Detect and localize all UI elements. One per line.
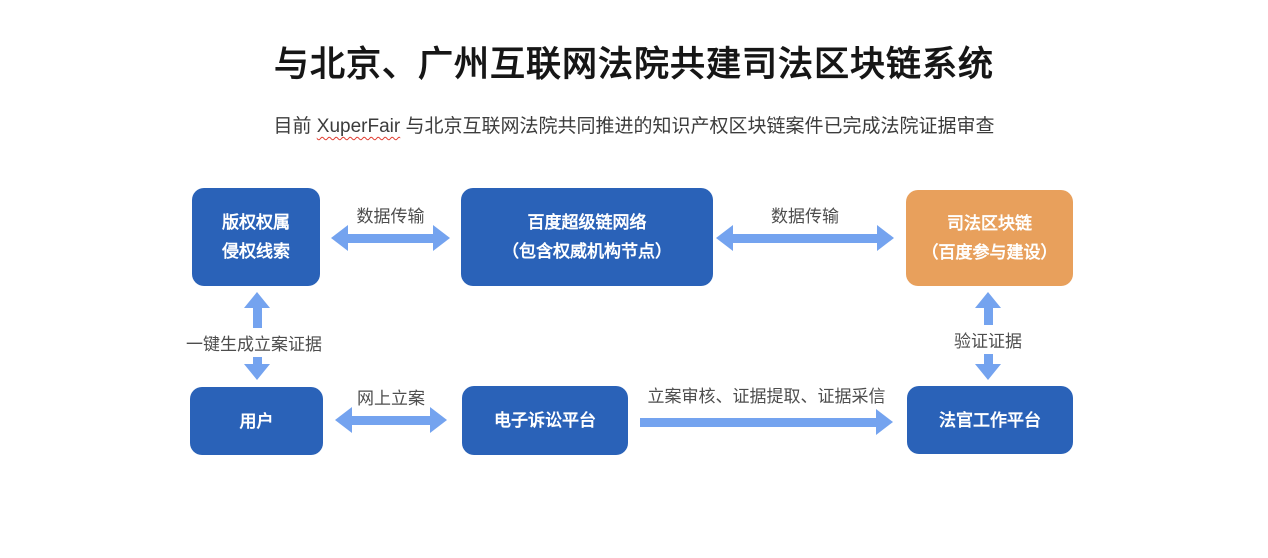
node-line: 用户 <box>239 411 274 431</box>
arrowhead-down-icon <box>975 364 1001 380</box>
arrowhead-left-icon <box>331 225 348 251</box>
node-electronic-litigation-platform: 电子诉讼平台 <box>462 386 628 455</box>
edge-label-verify-evidence: 验证证据 <box>950 325 1026 354</box>
edge-label-online-filing: 网上立案 <box>357 389 425 408</box>
node-line: （包含权威机构节点） <box>502 242 672 261</box>
double-arrow-icon <box>331 225 450 251</box>
arrowhead-right-icon <box>430 407 447 433</box>
node-line: 百度超级链网络 <box>527 213 647 232</box>
arrowhead-right-icon <box>876 409 893 435</box>
arrow-shaft <box>733 233 877 243</box>
page-title: 与北京、广州互联网法院共建司法区块链系统 <box>273 45 994 85</box>
edge-label-one-click-evidence: 一键生成立案证据 <box>182 328 326 357</box>
double-arrow-icon <box>716 225 894 251</box>
subtitle-prefix: 目前 <box>273 116 317 137</box>
arrow-shaft <box>640 417 876 427</box>
node-line: 版权权属 <box>222 213 290 232</box>
node-line: 司法区块链 <box>947 214 1032 233</box>
node-judge-work-platform: 法官工作平台 <box>907 386 1073 454</box>
node-line: （百度参与建设） <box>921 243 1058 262</box>
node-user: 用户 <box>190 387 323 455</box>
arrowhead-left-icon <box>335 407 352 433</box>
arrow-shaft <box>348 233 433 243</box>
edge-label-data-transfer: 数据传输 <box>356 207 425 226</box>
arrowhead-left-icon <box>716 225 733 251</box>
arrowhead-right-icon <box>877 225 894 251</box>
arrowhead-up-icon <box>975 292 1001 308</box>
brand-name-xuperfair: XuperFair <box>316 116 401 137</box>
node-line: 电子诉讼平台 <box>494 411 596 430</box>
node-line: 侵权线索 <box>222 242 290 261</box>
node-line: 法官工作平台 <box>939 410 1041 430</box>
arrowhead-down-icon <box>244 364 270 380</box>
right-arrow-icon <box>640 409 893 435</box>
edge-label-case-review: 立案审核、证据提取、证据采信 <box>647 387 886 406</box>
page-subtitle: 目前 XuperFair 与北京互联网法院共同推进的知识产权区块链案件已完成法院… <box>0 111 1268 138</box>
double-arrow-icon <box>335 407 447 433</box>
edge-label-data-transfer: 数据传输 <box>771 207 839 226</box>
node-copyright-infringement-clues: 版权权属 侵权线索 <box>192 188 320 286</box>
subtitle-suffix: 与北京互联网法院共同推进的知识产权区块链案件已完成法院证据审查 <box>400 116 995 137</box>
arrowhead-right-icon <box>433 225 450 251</box>
arrow-shaft <box>352 415 430 425</box>
node-judicial-blockchain: 司法区块链 （百度参与建设） <box>906 190 1073 286</box>
arrowhead-up-icon <box>244 292 270 308</box>
node-baidu-xuperchain-network: 百度超级链网络 （包含权威机构节点） <box>461 188 713 286</box>
